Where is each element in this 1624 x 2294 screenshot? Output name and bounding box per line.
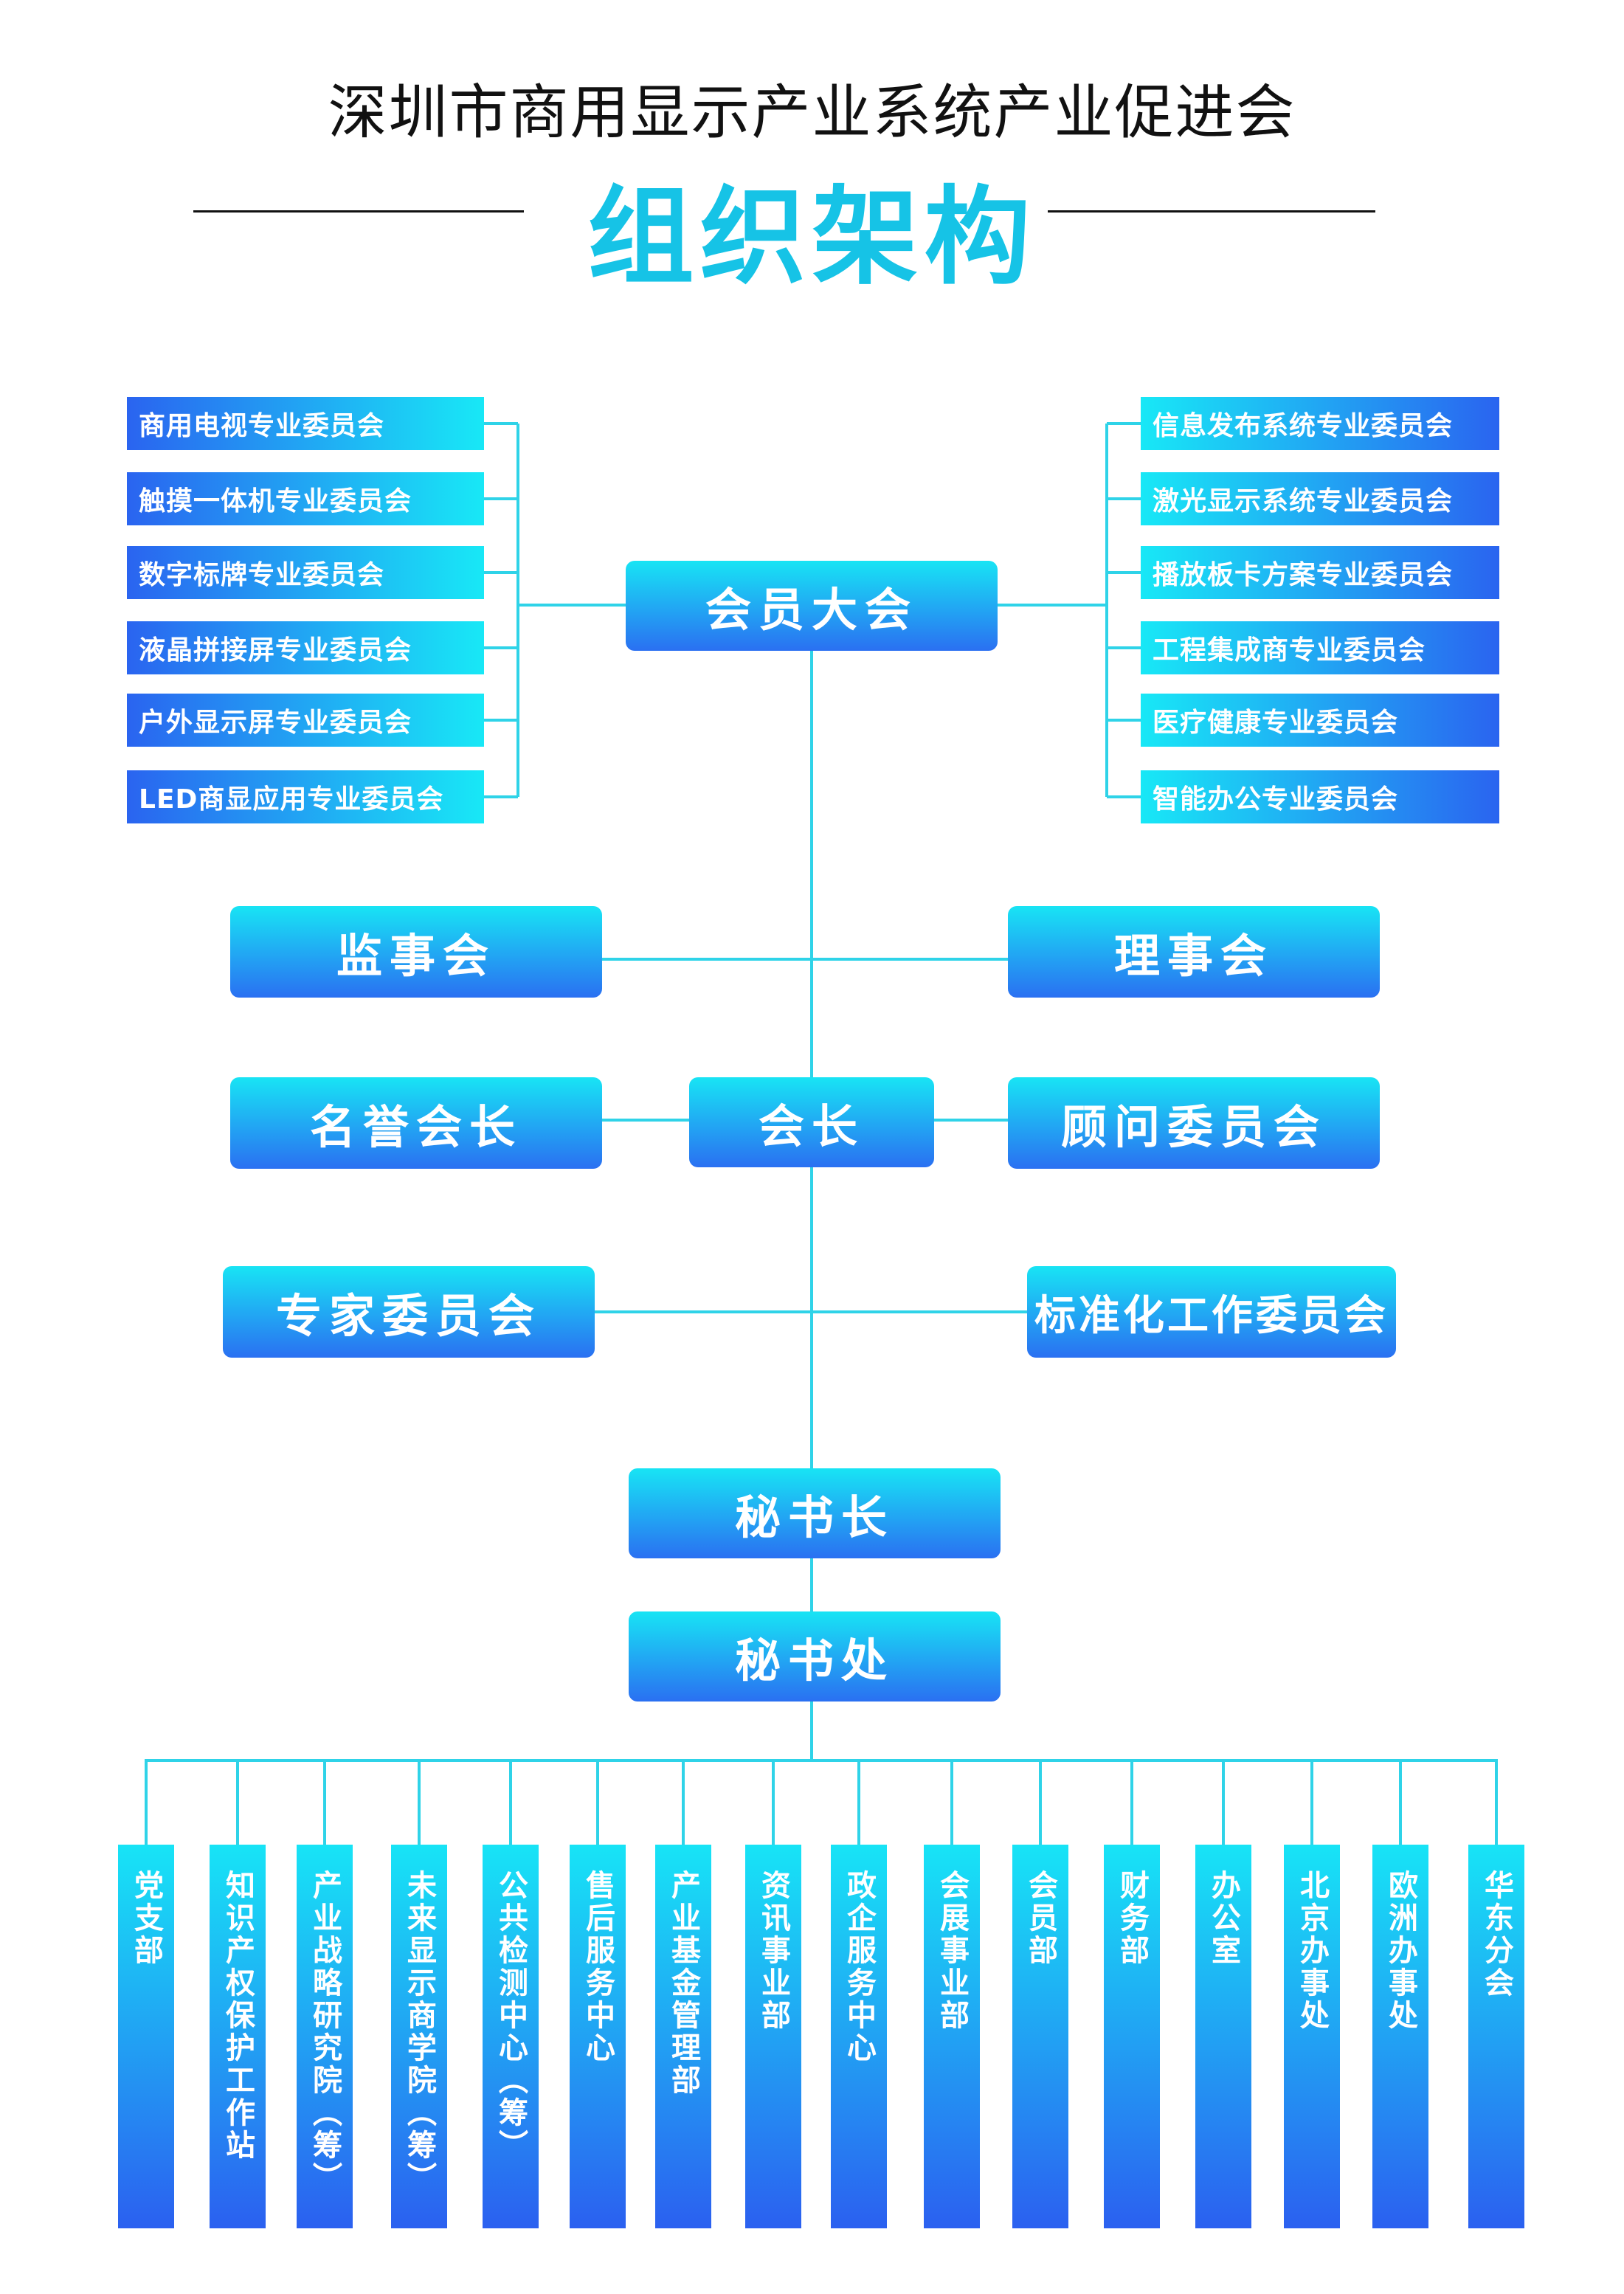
page-subtitle: 组织架构 bbox=[587, 175, 1037, 299]
committee-smart-office: 智能办公专业委员会 bbox=[1141, 770, 1499, 823]
dept-label: 资讯事业部 bbox=[756, 1870, 790, 2032]
dept-label: 公共检测中心（筹） bbox=[494, 1870, 528, 2162]
dept-label: 未来显示商学院（筹） bbox=[402, 1870, 436, 2194]
committee-info-release: 信息发布系统专业委员会 bbox=[1141, 397, 1499, 450]
honorary-president-box: 名誉会长 bbox=[230, 1077, 602, 1169]
president-box: 会长 bbox=[689, 1077, 934, 1167]
dept-label: 会展事业部 bbox=[935, 1870, 969, 2032]
committee-touch-all-in-one: 触摸一体机专业委员会 bbox=[127, 472, 484, 525]
title-divider-right bbox=[1048, 210, 1375, 213]
dept-label: 欧洲办事处 bbox=[1383, 1870, 1417, 2032]
dept-europe-office: 欧洲办事处 bbox=[1372, 1845, 1428, 2228]
dept-gov-enterprise: 政企服务中心 bbox=[831, 1845, 887, 2228]
dept-beijing-office: 北京办事处 bbox=[1284, 1845, 1340, 2228]
dept-label: 产业基金管理部 bbox=[666, 1870, 700, 2097]
dept-label: 办公室 bbox=[1206, 1870, 1240, 1967]
dept-industry-fund: 产业基金管理部 bbox=[655, 1845, 711, 2228]
dept-label: 政企服务中心 bbox=[842, 1870, 876, 2065]
standardization-committee-box: 标准化工作委员会 bbox=[1027, 1266, 1396, 1358]
committee-lcd-video-wall: 液晶拼接屏专业委员会 bbox=[127, 621, 484, 674]
dept-exhibition: 会展事业部 bbox=[924, 1845, 980, 2228]
dept-testing-center: 公共检测中心（筹） bbox=[483, 1845, 539, 2228]
dept-strategy-institute: 产业战略研究院（筹） bbox=[297, 1845, 353, 2228]
committee-player-board: 播放板卡方案专业委员会 bbox=[1141, 546, 1499, 599]
title-divider-left bbox=[193, 210, 524, 213]
committee-laser-display: 激光显示系统专业委员会 bbox=[1141, 472, 1499, 525]
dept-label: 北京办事处 bbox=[1295, 1870, 1329, 2032]
dept-east-china-branch: 华东分会 bbox=[1468, 1845, 1524, 2228]
dept-label: 产业战略研究院（筹） bbox=[308, 1870, 342, 2194]
dept-label: 知识产权保护工作站 bbox=[221, 1870, 255, 2162]
dept-after-sales: 售后服务中心 bbox=[570, 1845, 626, 2228]
council-box: 理事会 bbox=[1008, 906, 1380, 998]
dept-label: 会员部 bbox=[1023, 1870, 1057, 1967]
dept-finance: 财务部 bbox=[1104, 1845, 1160, 2228]
dept-office: 办公室 bbox=[1195, 1845, 1251, 2228]
committee-integrators: 工程集成商专业委员会 bbox=[1141, 621, 1499, 674]
supervisory-board-box: 监事会 bbox=[230, 906, 602, 998]
dept-label: 售后服务中心 bbox=[581, 1870, 615, 2065]
dept-ip-protection: 知识产权保护工作站 bbox=[210, 1845, 266, 2228]
secretary-general-box: 秘书长 bbox=[629, 1468, 1001, 1558]
dept-label: 党支部 bbox=[129, 1870, 163, 1967]
committee-commercial-tv: 商用电视专业委员会 bbox=[127, 397, 484, 450]
dept-label: 华东分会 bbox=[1479, 1870, 1513, 2000]
dept-business-school: 未来显示商学院（筹） bbox=[391, 1845, 447, 2228]
committee-led-application: LED商显应用专业委员会 bbox=[127, 770, 484, 823]
dept-information: 资讯事业部 bbox=[745, 1845, 801, 2228]
general-assembly-box: 会员大会 bbox=[626, 561, 998, 651]
page-title: 深圳市商用显示产业系统产业促进会 bbox=[328, 78, 1296, 147]
committee-outdoor-display: 户外显示屏专业委员会 bbox=[127, 694, 484, 747]
committee-medical-health: 医疗健康专业委员会 bbox=[1141, 694, 1499, 747]
committee-digital-signage: 数字标牌专业委员会 bbox=[127, 546, 484, 599]
dept-party-branch: 党支部 bbox=[118, 1845, 174, 2228]
secretariat-box: 秘书处 bbox=[629, 1611, 1001, 1702]
advisory-committee-box: 顾问委员会 bbox=[1008, 1077, 1380, 1169]
expert-committee-box: 专家委员会 bbox=[223, 1266, 595, 1358]
dept-membership: 会员部 bbox=[1012, 1845, 1068, 2228]
dept-label: 财务部 bbox=[1115, 1870, 1149, 1967]
